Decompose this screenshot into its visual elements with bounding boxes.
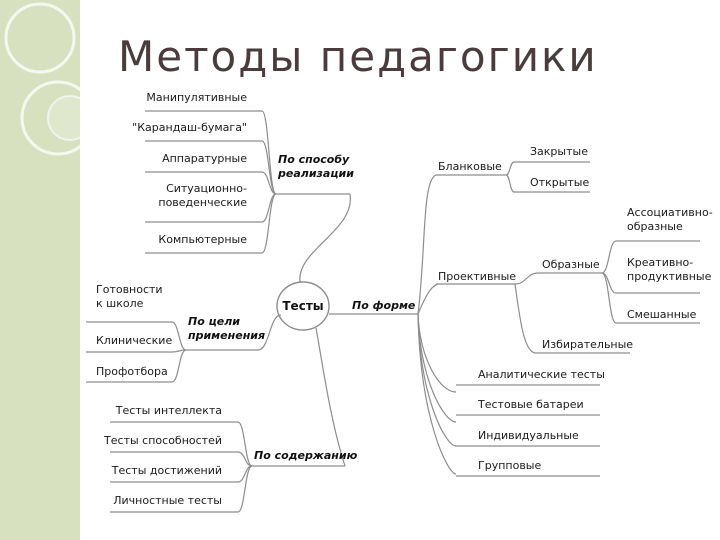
- figurative-connector: [602, 273, 616, 323]
- selective-label-line: Избирательные: [542, 338, 633, 351]
- blank-item: Закрытые: [530, 145, 588, 158]
- content-item: Тесты способностей: [103, 434, 222, 447]
- root-label-line: Тесты: [282, 299, 323, 313]
- figurative-item: Смешанные: [627, 308, 697, 321]
- form-to-analytic: [418, 314, 456, 392]
- projective-label: Проективные: [438, 270, 516, 283]
- blank-item: Открытые: [530, 176, 589, 189]
- figurative-item: Ассоциативно-образные: [627, 206, 713, 233]
- blank-label: Бланковые: [438, 160, 502, 173]
- form-item: Групповые: [478, 459, 541, 472]
- realization-item: Манипулятивные: [146, 91, 247, 104]
- figurative-item-line: образные: [627, 220, 683, 233]
- content-label-line: По содержанию: [254, 449, 358, 462]
- goal-label-line: применения: [188, 329, 265, 342]
- form-item: Аналитические тесты: [478, 368, 605, 381]
- form-item-line: Аналитические тесты: [478, 368, 605, 381]
- realization-connector: [262, 194, 276, 253]
- realization-item-line: Манипулятивные: [146, 91, 247, 104]
- form-to-group: [418, 314, 456, 474]
- figurative-connector: [602, 241, 616, 273]
- content-item-line: Тесты способностей: [103, 434, 222, 447]
- figurative-label: Образные: [542, 258, 600, 271]
- blank-item-line: Открытые: [530, 176, 589, 189]
- realization-item-line: поведенческие: [158, 196, 247, 209]
- realization-item-line: "Карандаш-бумага": [132, 121, 247, 134]
- figurative-item-line: продуктивные: [627, 270, 712, 283]
- realization-item: Ситуационно-поведенческие: [158, 182, 247, 209]
- content-label: По содержанию: [254, 449, 358, 462]
- form-label-line: По форме: [352, 299, 416, 312]
- realization-item: Аппаратурные: [162, 152, 247, 165]
- blank-connector: [506, 162, 514, 175]
- goal-item-line: Клинические: [96, 334, 172, 347]
- root-label: Тесты: [282, 299, 323, 313]
- content-item-line: Тесты интеллекта: [115, 404, 222, 417]
- realization-item-line: Аппаратурные: [162, 152, 247, 165]
- content-item: Тесты достижений: [111, 464, 222, 477]
- selective-label: Избирательные: [542, 338, 633, 351]
- form-item: Тестовые батареи: [477, 398, 584, 411]
- goal-connector: [172, 350, 186, 382]
- goal-connector: [172, 322, 186, 350]
- content-item: Личностные тесты: [113, 494, 222, 507]
- blank-label-line: Бланковые: [438, 160, 502, 173]
- realization-item-line: Компьютерные: [158, 233, 247, 246]
- blank-item-line: Закрытые: [530, 145, 588, 158]
- form-to-blank: [418, 175, 436, 314]
- form-label: По форме: [352, 299, 416, 312]
- blank-connector: [506, 175, 514, 192]
- content-item-line: Личностные тесты: [113, 494, 222, 507]
- figurative-item: Креативно-продуктивные: [627, 256, 712, 283]
- form-item-line: Индивидуальные: [478, 429, 579, 442]
- content-to-root: [316, 328, 345, 466]
- goal-item-line: к школе: [96, 297, 144, 310]
- realization-item: "Карандаш-бумага": [132, 121, 247, 134]
- form-item-line: Групповые: [478, 459, 541, 472]
- content-item-line: Тесты достижений: [111, 464, 222, 477]
- projective-to-figurative: [515, 273, 538, 284]
- goal-item-line: Профотбора: [96, 365, 168, 378]
- goal-item: Профотбора: [96, 365, 168, 378]
- realization-label-line: реализации: [277, 167, 354, 180]
- content-item: Тесты интеллекта: [115, 404, 222, 417]
- goal-item: Клинические: [96, 334, 172, 347]
- realization-to-root: [300, 194, 351, 282]
- goal-label-line: По цели: [188, 315, 240, 328]
- realization-connector: [262, 194, 276, 222]
- realization-label-line: По способу: [278, 153, 350, 166]
- figurative-item-line: Смешанные: [627, 308, 697, 321]
- figurative-label-line: Образные: [542, 258, 600, 271]
- form-item: Индивидуальные: [478, 429, 579, 442]
- realization-item-line: Ситуационно-: [166, 182, 247, 195]
- form-item-line: Тестовые батареи: [477, 398, 584, 411]
- realization-item: Компьютерные: [158, 233, 247, 246]
- form-to-battery: [418, 314, 456, 422]
- goal-item-line: Готовности: [96, 283, 163, 296]
- figurative-item-line: Креативно-: [627, 256, 693, 269]
- figurative-item-line: Ассоциативно-: [627, 206, 713, 219]
- projective-label-line: Проективные: [438, 270, 516, 283]
- projective-to-selective: [515, 284, 536, 353]
